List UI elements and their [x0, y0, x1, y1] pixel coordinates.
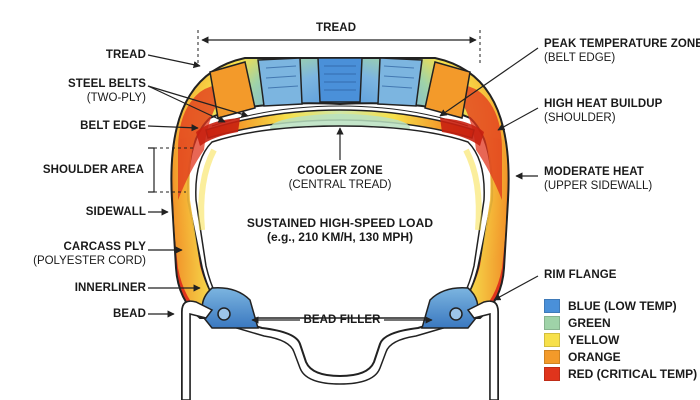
tread-top-label: TREAD	[316, 22, 357, 34]
tread-blocks	[209, 57, 471, 119]
temperature-legend: BLUE (LOW TEMP) GREEN YELLOW ORANGE RED …	[544, 297, 697, 382]
high-heat-label: HIGH HEAT BUILDUP (SHOULDER)	[544, 98, 663, 124]
legend-swatch	[544, 366, 560, 381]
tread-width-dimension	[197, 30, 481, 66]
legend-swatch	[544, 298, 560, 313]
peak-temperature-label: PEAK TEMPERATURE ZONE (BELT EDGE)	[544, 38, 700, 64]
legend-swatch	[544, 315, 560, 330]
sidewall-label: SIDEWALL	[85, 206, 146, 218]
tire-inner-cavity	[195, 125, 485, 319]
carcass-ply-label: CARCASS PLY (POLYESTER CORD)	[33, 241, 146, 267]
legend-item-yellow: YELLOW	[544, 331, 697, 348]
left-bead	[201, 287, 259, 329]
shoulder-area-bracket	[148, 147, 155, 193]
rim-flange-label: RIM FLANGE	[544, 269, 617, 281]
legend-swatch	[544, 349, 560, 364]
leader-lines-left	[147, 54, 249, 318]
bead-filler-label: BEAD FILLER	[303, 314, 381, 326]
legend-item-green: GREEN	[544, 314, 697, 331]
steel-belts-label: STEEL BELTS (TWO-PLY)	[68, 78, 146, 104]
legend-swatch	[544, 332, 560, 347]
legend-item-orange: ORANGE	[544, 348, 697, 365]
moderate-heat-label: MODERATE HEAT (UPPER SIDEWALL)	[544, 166, 653, 192]
load-condition-label: SUSTAINED HIGH-SPEED LOAD (e.g., 210 KM/…	[246, 216, 434, 244]
bead-label: BEAD	[113, 308, 146, 320]
cooler-zone-label: COOLER ZONE (CENTRAL TREAD)	[288, 165, 392, 191]
right-belt-edge-hot	[440, 118, 484, 146]
tread-left-label: TREAD	[105, 49, 146, 61]
legend-item-red: RED (CRITICAL TEMP)	[544, 365, 697, 382]
right-rim-flange	[466, 300, 499, 400]
left-rim-flange	[181, 300, 214, 400]
legend-item-blue: BLUE (LOW TEMP)	[544, 297, 697, 314]
shoulder-area-label: SHOULDER AREA	[42, 164, 144, 176]
left-belt-edge-hot	[196, 118, 240, 146]
innerliner-label: INNERLINER	[74, 282, 146, 294]
leader-lines-right	[439, 47, 539, 301]
belt-edge-label: BELT EDGE	[80, 120, 146, 132]
